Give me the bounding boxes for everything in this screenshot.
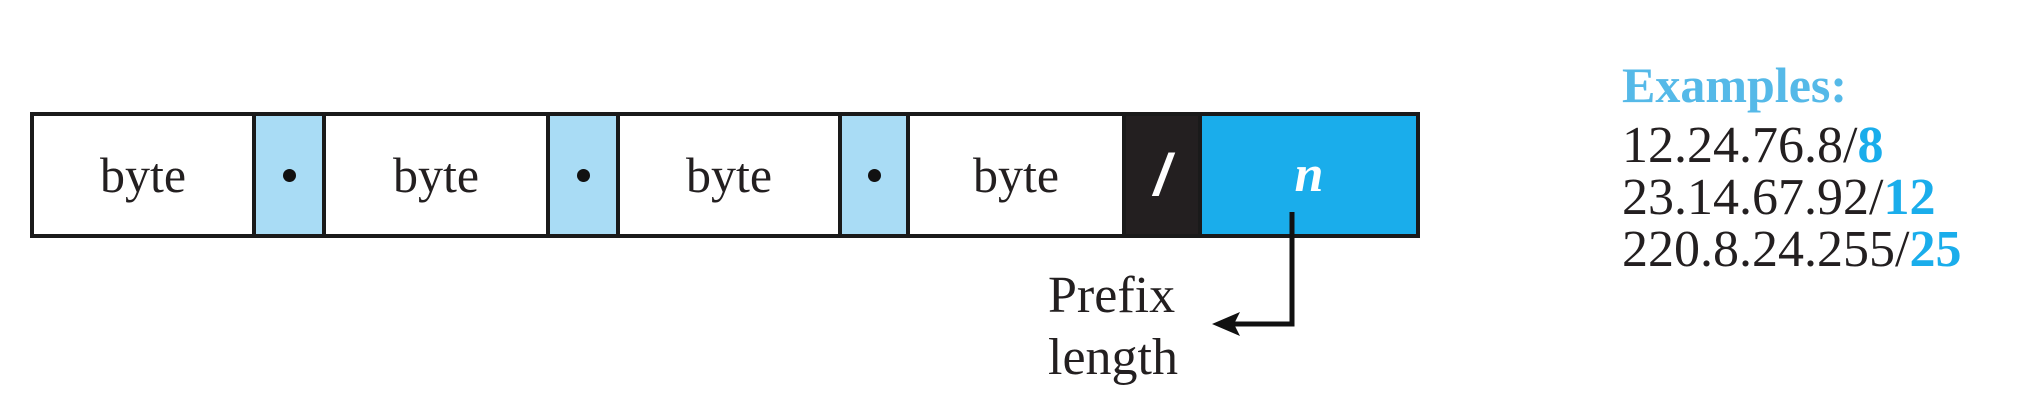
byte-cell-4: byte [906,112,1122,238]
example-item-1: 12.24.76.8/8 [1622,120,1961,172]
byte-cell-1: byte [30,112,252,238]
dot-cell-3 [838,112,906,238]
example-address-3: 220.8.24.255/ [1622,221,1910,278]
example-item-3: 220.8.24.255/25 [1622,224,1961,276]
slash-cell: / [1122,112,1198,238]
prefix-n-cell: n [1198,112,1420,238]
prefix-n-label: n [1294,145,1324,203]
byte-label-4: byte [972,147,1060,203]
example-address-2: 23.14.67.92/ [1622,169,1884,226]
dot-cell-1 [252,112,322,238]
byte-cell-2: byte [322,112,546,238]
example-prefix-2: 12 [1883,169,1936,226]
dot-cell-2 [546,112,616,238]
prefix-label-line2: length [1048,329,1178,386]
slash-label: / [1153,142,1171,208]
byte-label-1: byte [99,147,187,203]
examples-block: Examples: 12.24.76.8/8 23.14.67.92/12 22… [1622,60,1961,276]
dot-bullet-2 [576,168,590,182]
example-address-1: 12.24.76.8/ [1622,117,1858,174]
byte-label-3: byte [685,147,773,203]
dot-bullet-3 [867,168,881,182]
byte-label-2: byte [392,147,480,203]
dot-bullet-1 [282,168,296,182]
example-item-2: 23.14.67.92/12 [1622,172,1961,224]
prefix-label-line1: Prefix [1048,267,1176,324]
examples-title: Examples: [1622,57,1847,113]
prefix-arrow-head [1212,312,1240,336]
byte-cell-3: byte [616,112,838,238]
example-prefix-1: 8 [1857,117,1884,174]
example-prefix-3: 25 [1909,221,1962,278]
